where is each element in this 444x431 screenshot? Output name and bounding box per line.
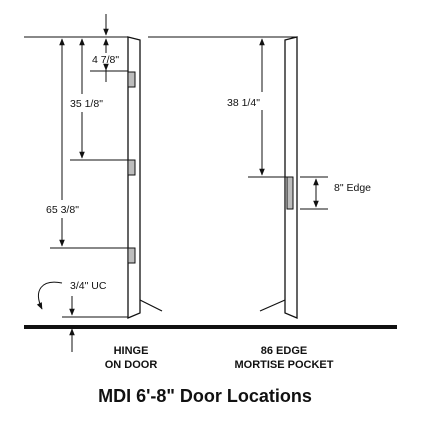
left-extension-lines <box>24 36 128 318</box>
hinge-3 <box>127 247 136 264</box>
right-extension-lines <box>148 36 328 210</box>
undercut-curved-arrow <box>36 281 63 310</box>
pocket-caption-line1: 86 EDGE <box>261 345 307 357</box>
pocket-caption-line2: MORTISE POCKET <box>234 359 333 371</box>
hinge-caption-line2: ON DOOR <box>105 359 158 371</box>
right-door-swing-edge <box>259 299 286 312</box>
diagram-title: MDI 6'-8" Door Locations <box>98 386 312 406</box>
right-door <box>259 36 298 319</box>
bottom-hinge-height-label: 65 3/8" <box>46 204 79 216</box>
left-door <box>127 36 163 319</box>
left-door-swing-edge <box>139 299 163 312</box>
hinge-2 <box>127 159 136 176</box>
top-hinge-offset-label: 4 7/8" <box>92 54 119 66</box>
hinge-caption-line1: HINGE <box>114 345 149 357</box>
mortise-pocket <box>286 176 294 210</box>
hinge-spacing-label: 35 1/8" <box>70 98 103 110</box>
hinge-1 <box>127 71 136 88</box>
undercut-label: 3/4" UC <box>70 280 107 292</box>
pocket-height-label: 38 1/4" <box>227 97 260 109</box>
pocket-size-label: 8" Edge <box>334 182 371 194</box>
